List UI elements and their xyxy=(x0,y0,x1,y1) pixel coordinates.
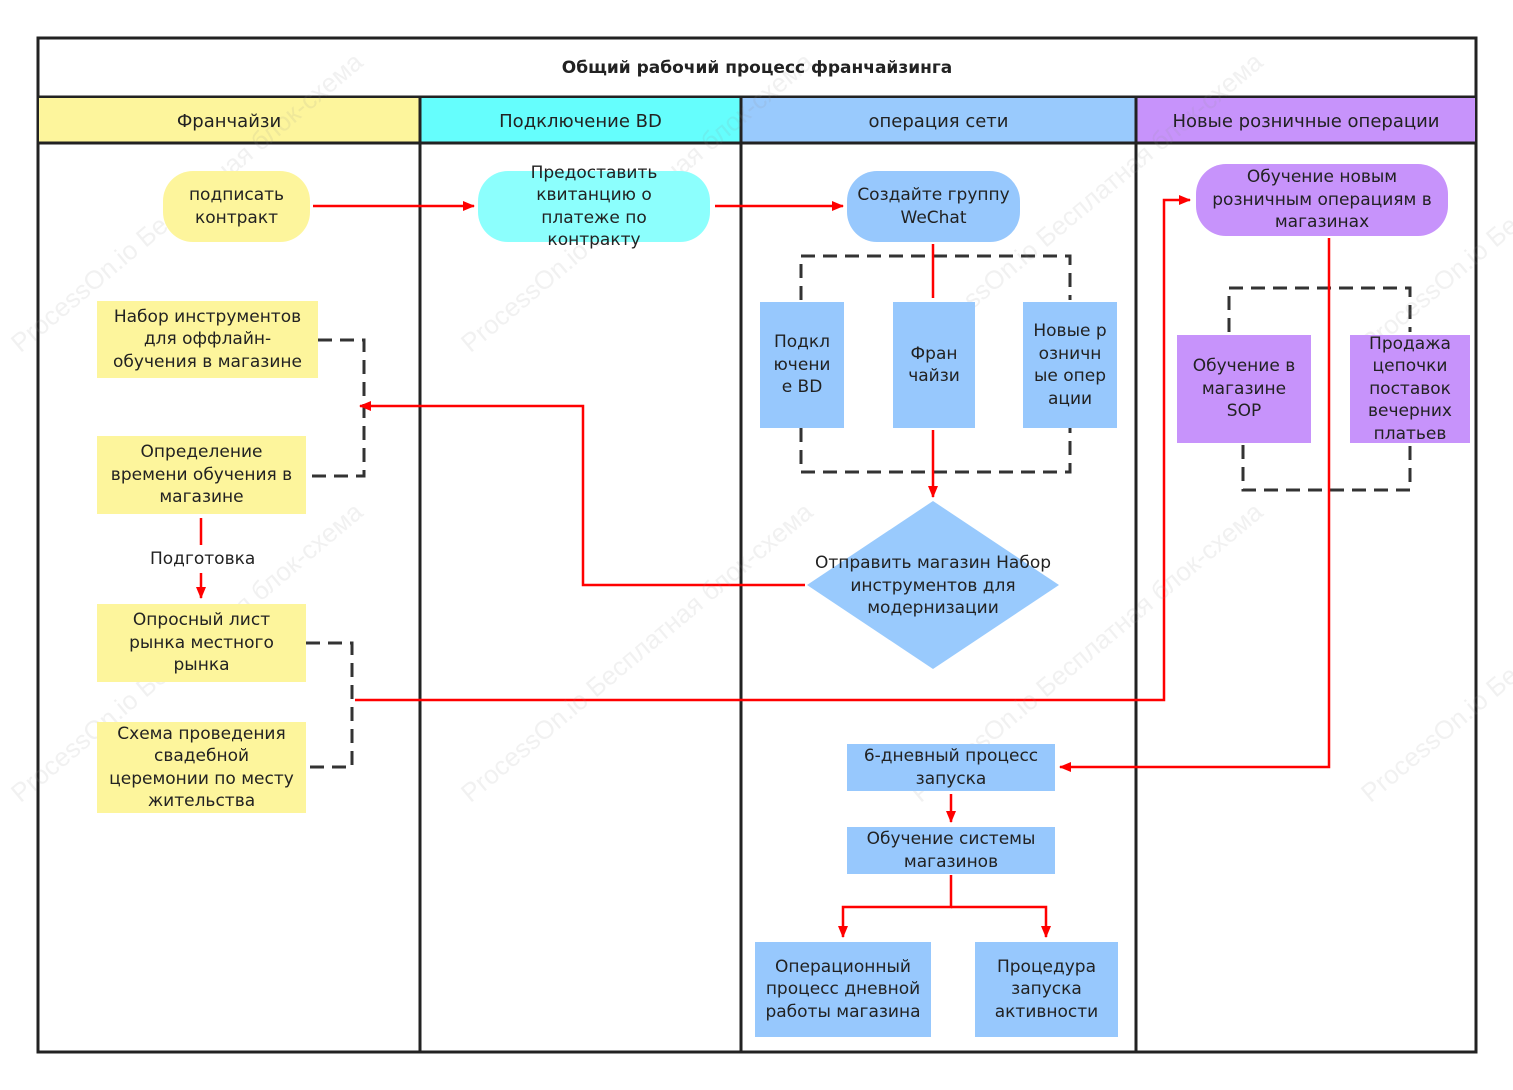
arrow-retail-to-launch xyxy=(1059,238,1331,772)
activity-launch-node: Процедура запуска активности xyxy=(975,942,1118,1037)
daily-process-node: Операционный процесс дневной работы мага… xyxy=(755,942,931,1037)
arrow-system-to-daily xyxy=(838,875,953,938)
dashed-retail-bottom xyxy=(1241,445,1412,492)
lane-header-bg-retail xyxy=(1137,98,1475,143)
sign-contract-node: подписать контракт xyxy=(163,171,310,242)
lane-header-network-operation: операция сети xyxy=(868,110,1009,132)
system-training-label: Обучение системы магазинов xyxy=(866,829,1036,872)
sop-training-label: Обучение в магазине SOP xyxy=(1192,356,1296,422)
send-toolkit-node: Отправить магазин Набор инструментов для… xyxy=(813,550,1053,622)
outer-frame xyxy=(36,36,1478,1054)
payment-receipt-node: Предоставить квитанцию о платеже по конт… xyxy=(478,163,710,250)
send-toolkit-diamond xyxy=(807,501,1059,669)
arrow-system-to-activity xyxy=(951,905,1051,938)
local-survey-label: Опросный лист рынка местного рынка xyxy=(129,610,274,676)
bd-connect-small-node: Подключение BD xyxy=(760,302,844,428)
dashed-group-top xyxy=(799,254,1072,300)
six-day-launch-label: 6-дневный процесс запуска xyxy=(863,746,1039,789)
arrow-survey-to-retail xyxy=(355,195,1191,702)
new-retail-small-label: Новые розничные операции xyxy=(1033,321,1107,409)
payment-receipt-label: Предоставить квитанцию о платеже по конт… xyxy=(530,162,658,251)
new-retail-training-label: Обучение новым розничным операциям в маг… xyxy=(1212,167,1432,233)
lane-header-bg-bd xyxy=(421,98,740,143)
arrow-toolkit-to-franchisee xyxy=(359,401,805,587)
lane-header-franchisee: Франчайзи xyxy=(176,110,282,132)
training-time-node: Определение времени обучения в магазине xyxy=(97,436,306,514)
dashed-retail-top xyxy=(1227,286,1412,332)
six-day-launch-node: 6-дневный процесс запуска xyxy=(847,744,1055,791)
sop-training-node: Обучение в магазине SOP xyxy=(1177,335,1311,443)
dashed-bracket-survey xyxy=(306,641,354,769)
lane-header-bd-connect: Подключение BD xyxy=(499,110,662,132)
create-wechat-label: Создайте группу WeChat xyxy=(857,185,1010,228)
lane-header-bg-franchisee xyxy=(39,98,419,143)
franchisee-small-label: Франчайзи xyxy=(908,343,960,387)
offline-toolkit-node: Набор инструментов для оффлайн-обучения … xyxy=(97,301,318,378)
dashed-group-bottom xyxy=(799,428,1072,474)
local-survey-node: Опросный лист рынка местного рынка xyxy=(97,604,306,682)
franchisee-small-node: Франчайзи xyxy=(893,302,975,428)
dress-supply-label: Продажа цепочки поставок вечерних платье… xyxy=(1368,333,1452,444)
sign-contract-label: подписать контракт xyxy=(188,185,285,228)
dress-supply-node: Продажа цепочки поставок вечерних платье… xyxy=(1350,333,1470,444)
edge-label-preparation: Подготовка xyxy=(148,549,258,569)
wedding-scheme-label: Схема проведения свадебной церемонии по … xyxy=(109,723,294,812)
training-time-label: Определение времени обучения в магазине xyxy=(110,442,293,508)
new-retail-training-node: Обучение новым розничным операциям в маг… xyxy=(1196,164,1448,236)
send-toolkit-label: Отправить магазин Набор инструментов для… xyxy=(814,553,1052,619)
create-wechat-node: Создайте группу WeChat xyxy=(847,171,1020,242)
bd-connect-small-label: Подключение BD xyxy=(773,332,831,398)
activity-launch-label: Процедура запуска активности xyxy=(994,956,1099,1022)
lane-header-bg-network xyxy=(742,98,1135,143)
diagram-title: Общий рабочий процесс франчайзинга xyxy=(561,58,953,78)
daily-process-label: Операционный процесс дневной работы мага… xyxy=(765,956,921,1022)
new-retail-small-node: Новые розничные операции xyxy=(1023,302,1117,428)
system-training-node: Обучение системы магазинов xyxy=(847,827,1055,874)
lane-header-new-retail: Новые розничные операции xyxy=(1172,110,1440,132)
offline-toolkit-label: Набор инструментов для оффлайн-обучения … xyxy=(113,306,302,372)
wedding-scheme-node: Схема проведения свадебной церемонии по … xyxy=(97,722,306,813)
